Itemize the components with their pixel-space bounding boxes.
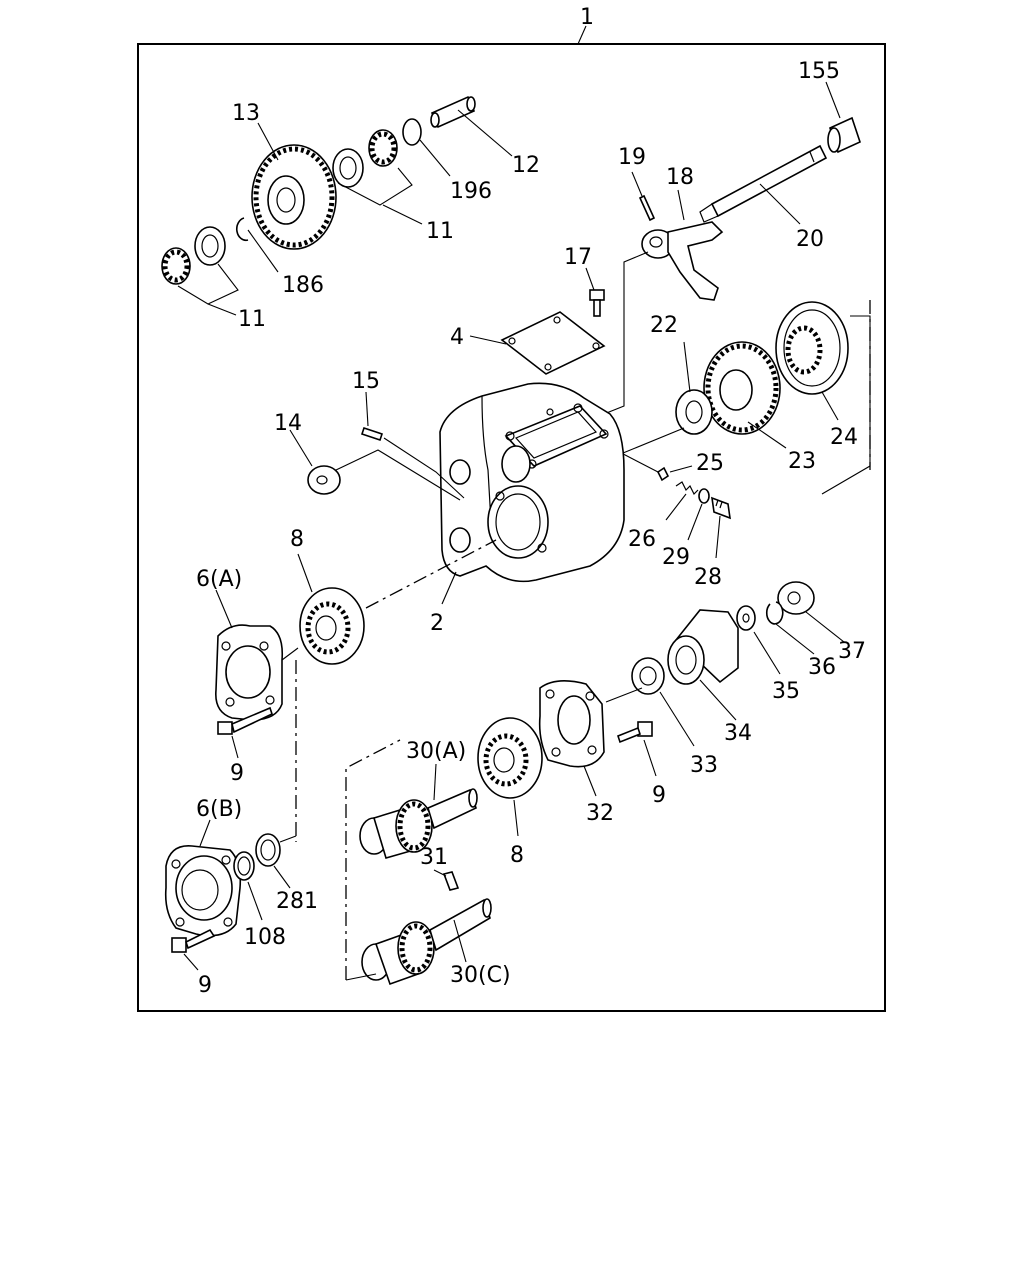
diagram-frame — [137, 43, 886, 1012]
taper-bearing-11-right — [332, 129, 398, 188]
callout-25: 25 — [696, 451, 724, 476]
callout-4: 4 — [450, 325, 464, 350]
shift-shaft-20 — [699, 144, 828, 223]
callout-17: 17 — [564, 245, 592, 270]
callout-29: 29 — [662, 545, 690, 570]
callout-8-lower: 8 — [510, 843, 524, 868]
callout-24: 24 — [830, 425, 858, 450]
sleeve-gear-24 — [775, 301, 849, 395]
callout-6b: 6(B) — [196, 797, 242, 822]
callout-13: 13 — [232, 101, 260, 126]
callout-9-bottom: 9 — [198, 973, 212, 998]
callout-37: 37 — [838, 639, 866, 664]
callout-30c: 30(C) — [450, 963, 511, 988]
callout-8-upper: 8 — [290, 527, 304, 552]
washer-35 — [736, 605, 756, 631]
callout-108: 108 — [244, 925, 286, 950]
shaft-30a — [359, 788, 478, 859]
bolt-9-c — [171, 928, 216, 953]
callout-32: 32 — [586, 801, 614, 826]
shim-281 — [255, 833, 281, 867]
spring-26 — [675, 481, 699, 496]
pto-housing-2 — [439, 382, 625, 583]
shaft-30c — [361, 898, 492, 986]
snap-ring-186 — [236, 217, 249, 242]
callout-15: 15 — [352, 369, 380, 394]
flange-6b — [164, 845, 242, 937]
taper-bearing-11-left — [161, 226, 226, 285]
callout-26: 26 — [628, 527, 656, 552]
callout-12: 12 — [512, 153, 540, 178]
ball-bearing-8-lower — [477, 717, 543, 799]
key-31 — [442, 871, 460, 891]
snap-ring-108 — [233, 851, 255, 881]
shim-196 — [402, 118, 422, 146]
callout-14: 14 — [274, 411, 302, 436]
bolt-9-a — [217, 706, 273, 735]
gear-23 — [703, 341, 781, 435]
callout-30a: 30(A) — [406, 739, 466, 764]
pin-19 — [638, 194, 656, 222]
nut-37 — [777, 581, 815, 615]
callout-155: 155 — [798, 59, 840, 84]
pin-12 — [430, 95, 476, 129]
callout-11-upper: 11 — [426, 219, 454, 244]
callout-6a: 6(A) — [196, 567, 242, 592]
callout-33: 33 — [690, 753, 718, 778]
shift-fork-18 — [641, 221, 724, 301]
bushing-14 — [307, 465, 341, 495]
flange-yoke-34 — [667, 609, 739, 685]
callout-186: 186 — [282, 273, 324, 298]
callout-18: 18 — [666, 165, 694, 190]
gear-13 — [251, 144, 337, 250]
washer-29 — [698, 488, 710, 504]
callout-36: 36 — [808, 655, 836, 680]
callout-23: 23 — [788, 449, 816, 474]
pin-15 — [360, 426, 384, 442]
callout-assembly-1: 1 — [580, 5, 594, 30]
callout-11-lower: 11 — [238, 307, 266, 332]
bush-155 — [827, 116, 861, 154]
bolt-9-b — [617, 721, 653, 744]
callout-196: 196 — [450, 179, 492, 204]
oil-seal-33 — [631, 657, 665, 695]
callout-28: 28 — [694, 565, 722, 590]
callout-34: 34 — [724, 721, 752, 746]
callout-19: 19 — [618, 145, 646, 170]
ball-bearing-8-upper — [299, 587, 365, 665]
callout-9-middle: 9 — [652, 783, 666, 808]
callout-31: 31 — [420, 845, 448, 870]
washer-22 — [675, 389, 713, 435]
cover-plate-4 — [500, 311, 606, 375]
callout-22: 22 — [650, 313, 678, 338]
callout-2: 2 — [430, 611, 444, 636]
washer-36 — [765, 601, 784, 625]
flange-32 — [538, 680, 605, 768]
bolt-17 — [589, 289, 605, 317]
callout-20: 20 — [796, 227, 824, 252]
plug-28 — [711, 496, 731, 520]
callout-9-left: 9 — [230, 761, 244, 786]
flange-6a — [215, 624, 284, 721]
callout-281: 281 — [276, 889, 318, 914]
pin-25 — [656, 466, 670, 482]
callout-35: 35 — [772, 679, 800, 704]
